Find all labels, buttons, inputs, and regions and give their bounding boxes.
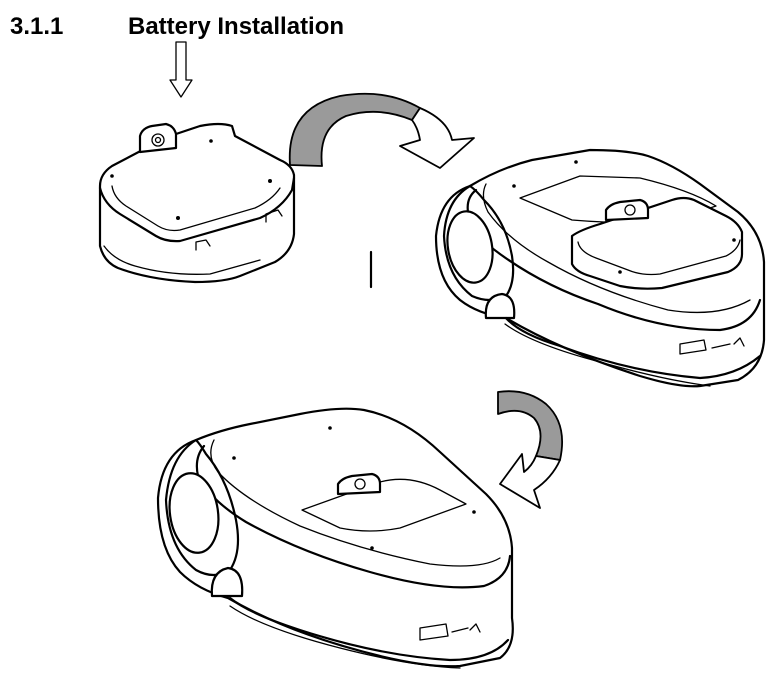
curved-arrow-icon bbox=[288, 92, 475, 169]
section-title: Battery Installation bbox=[128, 13, 345, 40]
section-heading: 3.1.1 Battery Installation bbox=[10, 10, 344, 44]
printer-open-bay-drawing bbox=[434, 148, 766, 388]
down-arrow-icon bbox=[169, 41, 193, 98]
curved-arrow-icon bbox=[497, 390, 564, 509]
section-number: 3.1.1 bbox=[10, 13, 64, 40]
printer-installed-drawing bbox=[156, 407, 514, 669]
battery-pack-drawing bbox=[98, 122, 296, 284]
